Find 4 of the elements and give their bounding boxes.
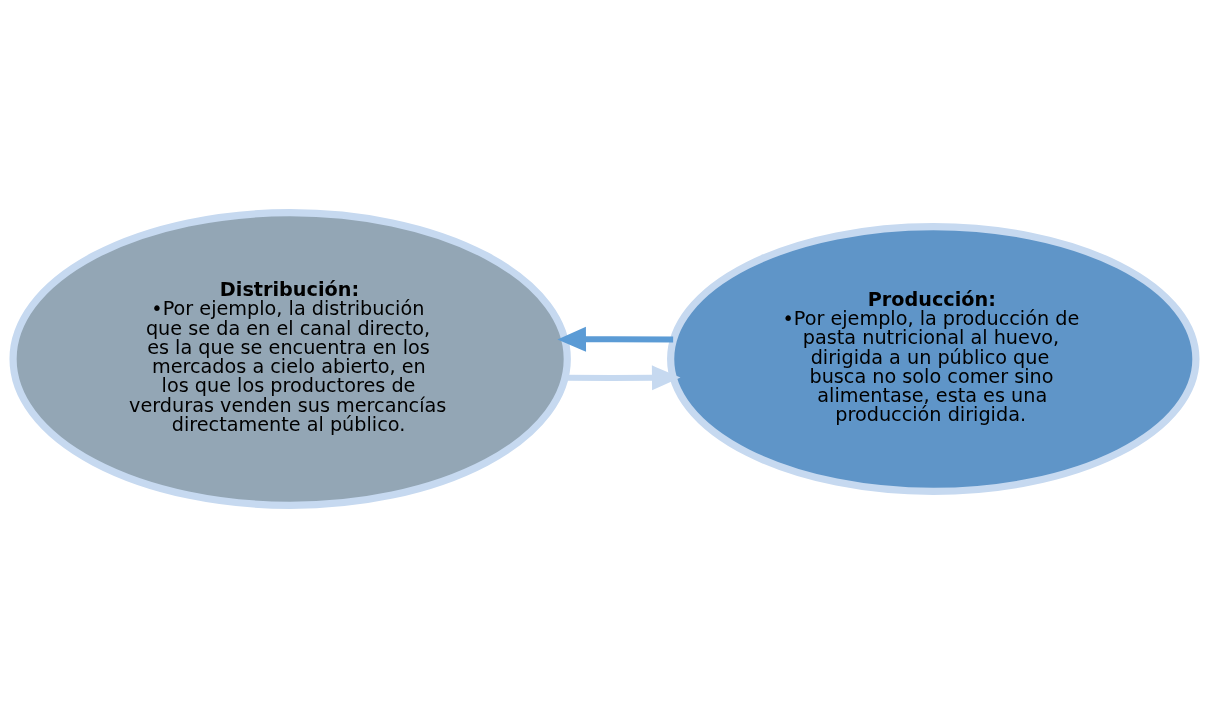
- arrow: [557, 326, 674, 352]
- node-ellipse: Distribución: •Por ejemplo, la distribución que se da en el canal directo, es la que se encuentra en los mercados a cielo abierto, en los que los productores de verduras venden sus mercancías directamente al público.: [9, 208, 571, 509]
- arrow: [565, 364, 681, 390]
- node-ellipse: Producción: •Por ejemplo, la producción de pasta nutricional al huevo, dirigida a un público que busca no solo comer sino alimentase, esta es una producción dirigida.: [667, 222, 1200, 495]
